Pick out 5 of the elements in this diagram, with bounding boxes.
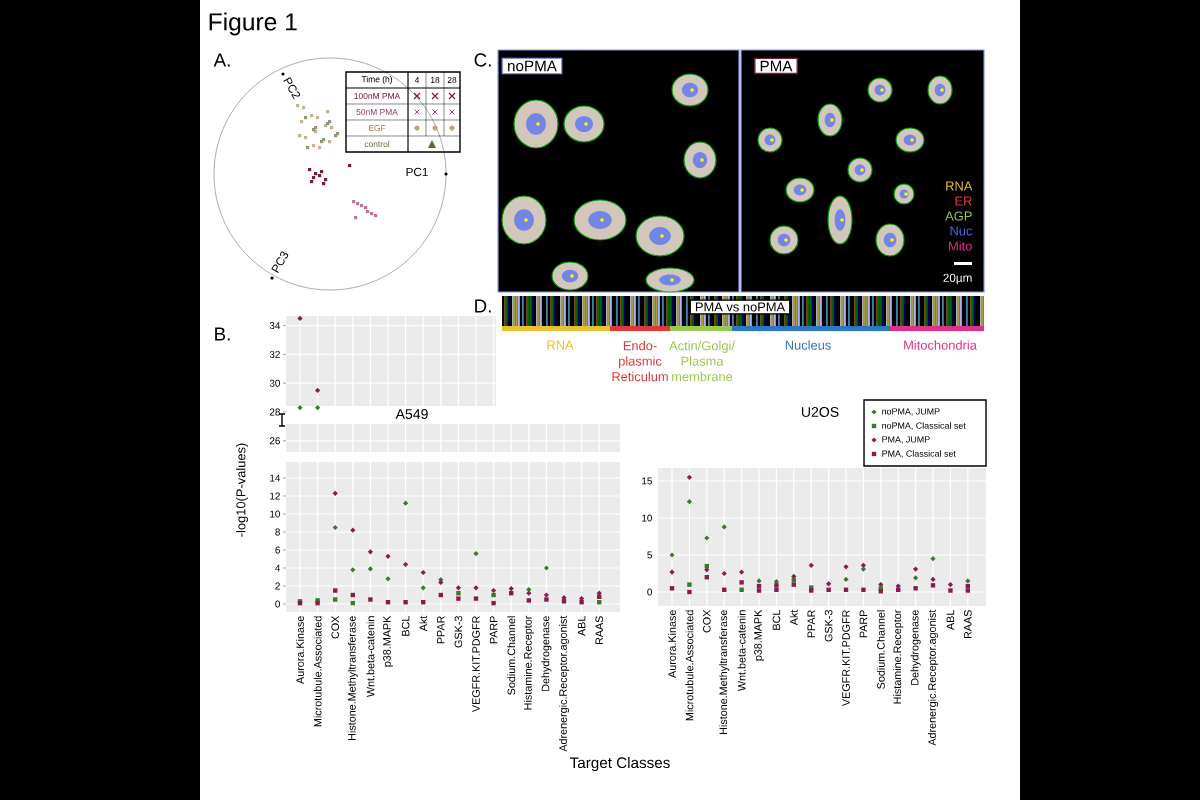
figure-title: Figure 1 [209, 12, 297, 36]
panel-letter: D. [475, 299, 491, 313]
panel-letter: C. [474, 53, 491, 67]
panel-letter: B. [215, 327, 230, 341]
panel-letter: A. [213, 53, 230, 67]
